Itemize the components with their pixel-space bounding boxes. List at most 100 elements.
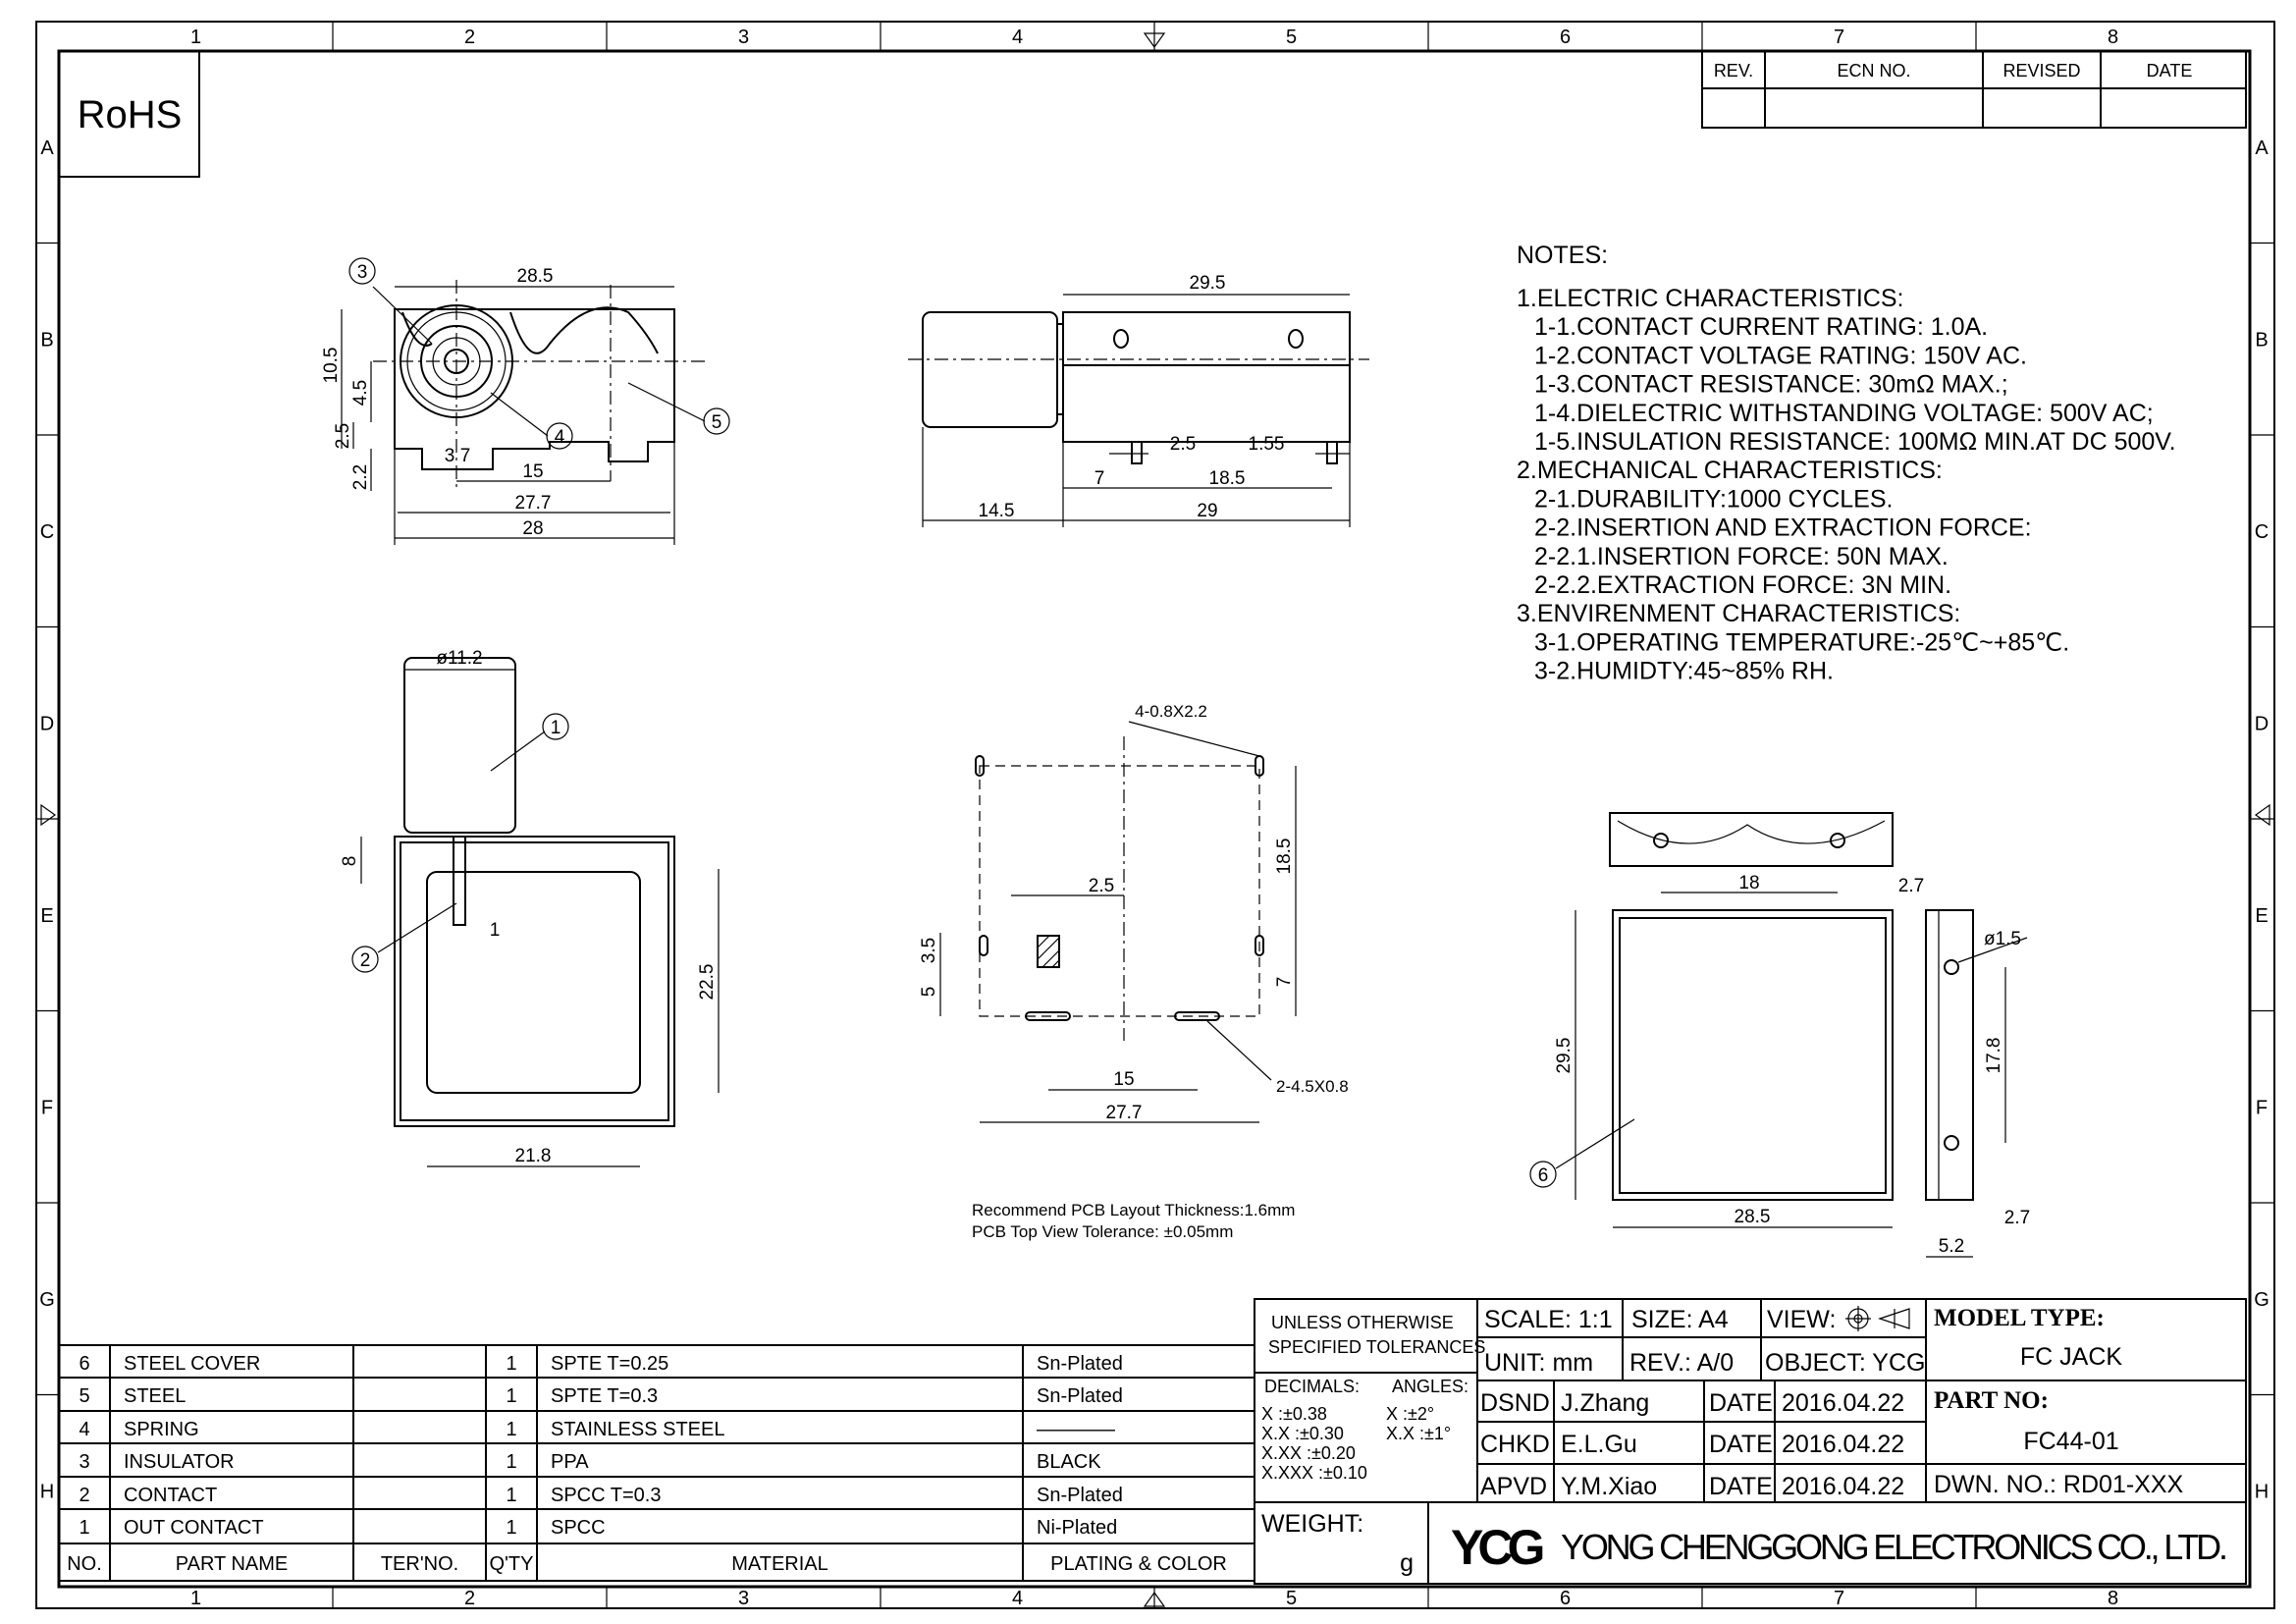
- signoff-date: 2016.04.22: [1782, 1473, 1904, 1500]
- ecn-header: ECN NO.: [1837, 61, 1910, 81]
- dim-cover-28-5: 28.5: [1735, 1207, 1771, 1227]
- note-line: 3-2.HUMIDTY:45~85% RH.: [1534, 658, 1834, 685]
- cell-material: SPCC: [551, 1517, 606, 1539]
- column-marker: 3: [738, 27, 749, 48]
- column-marker: 5: [1286, 27, 1297, 48]
- dim-pcb-2-5: 2.5: [1089, 876, 1114, 896]
- dim-cover-hole-diameter: ø1.5: [1984, 929, 2021, 949]
- note-line: 2.MECHANICAL CHARACTERISTICS:: [1517, 457, 1943, 484]
- dim-pcb-27-7: 27.7: [1106, 1103, 1143, 1123]
- cell-qty: 1: [506, 1419, 516, 1440]
- column-marker: 2: [464, 27, 475, 48]
- dim-side-1-55: 1.55: [1249, 434, 1285, 455]
- dim-bottom-8: 8: [340, 856, 360, 867]
- pcb-caption-thickness: Recommend PCB Layout Thickness:1.6mm: [972, 1201, 1295, 1219]
- column-marker: 3: [738, 1588, 749, 1609]
- cell-no: 3: [79, 1451, 89, 1473]
- column-marker: 6: [1560, 27, 1571, 48]
- model-type-label: MODEL TYPE:: [1934, 1305, 2105, 1331]
- parts-header: PART NAME: [176, 1553, 288, 1575]
- dim-cover-18: 18: [1738, 873, 1759, 893]
- rohs-box: RoHS: [58, 50, 200, 178]
- dim-side-2-5: 2.5: [1170, 434, 1196, 455]
- note-line: 1.ELECTRIC CHARACTERISTICS:: [1517, 285, 1904, 312]
- row-marker: F: [41, 1097, 53, 1118]
- row-marker: F: [2256, 1097, 2268, 1118]
- title-block: UNLESS OTHERWISE SPECIFIED TOLERANCES DE…: [1254, 1298, 2247, 1585]
- cell-name: STEEL COVER: [124, 1353, 260, 1375]
- dim-pcb-18-5: 18.5: [1274, 839, 1295, 875]
- company-name: YONG CHENGGONG ELECTRONICS CO., LTD.: [1561, 1527, 2228, 1567]
- balloon-3: 3: [357, 262, 368, 283]
- cell-qty: 1: [506, 1353, 516, 1375]
- dim-side-29: 29: [1197, 501, 1217, 521]
- parts-header: PLATING & COLOR: [1050, 1553, 1227, 1575]
- row-marker: G: [39, 1289, 55, 1311]
- tolerance-title-2: SPECIFIED TOLERANCES: [1268, 1337, 1485, 1357]
- tolerance-xx: X.X :±0.30: [1261, 1424, 1344, 1443]
- dim-side-14-5: 14.5: [979, 501, 1015, 521]
- signoff-role: APVD: [1480, 1473, 1547, 1500]
- dim-bottom-diameter: ø11.2: [436, 648, 482, 669]
- row-marker: H: [40, 1481, 54, 1502]
- signoff-role: CHKD: [1480, 1431, 1550, 1458]
- column-marker: 7: [1834, 1588, 1844, 1609]
- tolerance-xxxx: X.XXX :±0.10: [1261, 1463, 1367, 1483]
- note-line: 1-5.INSULATION RESISTANCE: 100MΩ MIN.AT …: [1534, 428, 2176, 456]
- cell-material: SPCC T=0.3: [551, 1485, 661, 1506]
- notes: NOTES: 1.ELECTRIC CHARACTERISTICS: 1-1.C…: [1517, 242, 2176, 685]
- signoff-date-label: DATE: [1709, 1431, 1773, 1458]
- object-value: OBJECT: YCG: [1765, 1349, 1925, 1377]
- cover-views: 18 2.7 ø1.5 17.8 29.5 28.5 2.7 5.2 6: [1529, 812, 2030, 1258]
- row-marker: B: [2255, 329, 2268, 351]
- cell-name: STEEL: [124, 1385, 186, 1407]
- row-marker: D: [40, 713, 54, 734]
- dim-front-3: 3: [445, 446, 455, 466]
- dim-front-7: 7: [460, 446, 471, 466]
- column-marker: 4: [1012, 1588, 1023, 1609]
- column-marker: 8: [2108, 27, 2118, 48]
- cell-material: SPTE T=0.25: [551, 1353, 668, 1375]
- dim-front-2-5: 2.5: [333, 423, 353, 449]
- cell-no: 5: [79, 1385, 89, 1407]
- size-value: SIZE: A4: [1631, 1306, 1729, 1333]
- cell-plating: Sn-Plated: [1037, 1485, 1123, 1506]
- dim-cover-29-5: 29.5: [1554, 1038, 1575, 1074]
- parts-header: TER'NO.: [381, 1553, 458, 1575]
- note-line: 2-1.DURABILITY:1000 CYCLES.: [1534, 485, 1893, 513]
- dim-side-18-5: 18.5: [1209, 468, 1246, 489]
- tolerance-x: X :±0.38: [1261, 1404, 1327, 1424]
- dim-front-width: 28.5: [517, 266, 554, 287]
- balloon-5: 5: [712, 412, 722, 433]
- dim-bottom-1: 1: [490, 920, 501, 941]
- bottom-view: ø11.2 8 1 22.5 21.8 1 2: [340, 648, 720, 1167]
- cell-plating: Ni-Plated: [1037, 1517, 1117, 1539]
- dim-cover-2-7-top: 2.7: [1898, 876, 1924, 896]
- dim-pcb-5: 5: [919, 987, 939, 998]
- dim-bottom-21-8: 21.8: [515, 1146, 552, 1166]
- pcb-slot-spec: 2-4.5X0.8: [1276, 1077, 1349, 1096]
- cell-plating: Sn-Plated: [1037, 1385, 1123, 1407]
- unit-value: UNIT: mm: [1484, 1349, 1593, 1377]
- cell-qty: 1: [506, 1385, 516, 1407]
- parts-header: Q'TY: [490, 1553, 534, 1575]
- note-line: 2-2.INSERTION AND EXTRACTION FORCE:: [1534, 514, 2032, 542]
- center-mark-right-icon: [2254, 803, 2270, 827]
- tolerance-xxx: X.XX :±0.20: [1261, 1443, 1356, 1463]
- signoff-date: 2016.04.22: [1782, 1431, 1904, 1458]
- dim-cover-5-2: 5.2: [1939, 1236, 1964, 1257]
- cell-material: PPA: [551, 1451, 589, 1473]
- angle-xx: X.X :±1°: [1386, 1424, 1451, 1443]
- balloon-2: 2: [360, 950, 371, 971]
- drawing-number: DWN. NO.: RD01-XXX: [1934, 1471, 2184, 1498]
- note-line: 1-1.CONTACT CURRENT RATING: 1.0A.: [1534, 313, 1988, 341]
- rohs-label: RoHS: [78, 93, 183, 136]
- balloon-6: 6: [1538, 1165, 1549, 1186]
- column-marker: 8: [2108, 1588, 2118, 1609]
